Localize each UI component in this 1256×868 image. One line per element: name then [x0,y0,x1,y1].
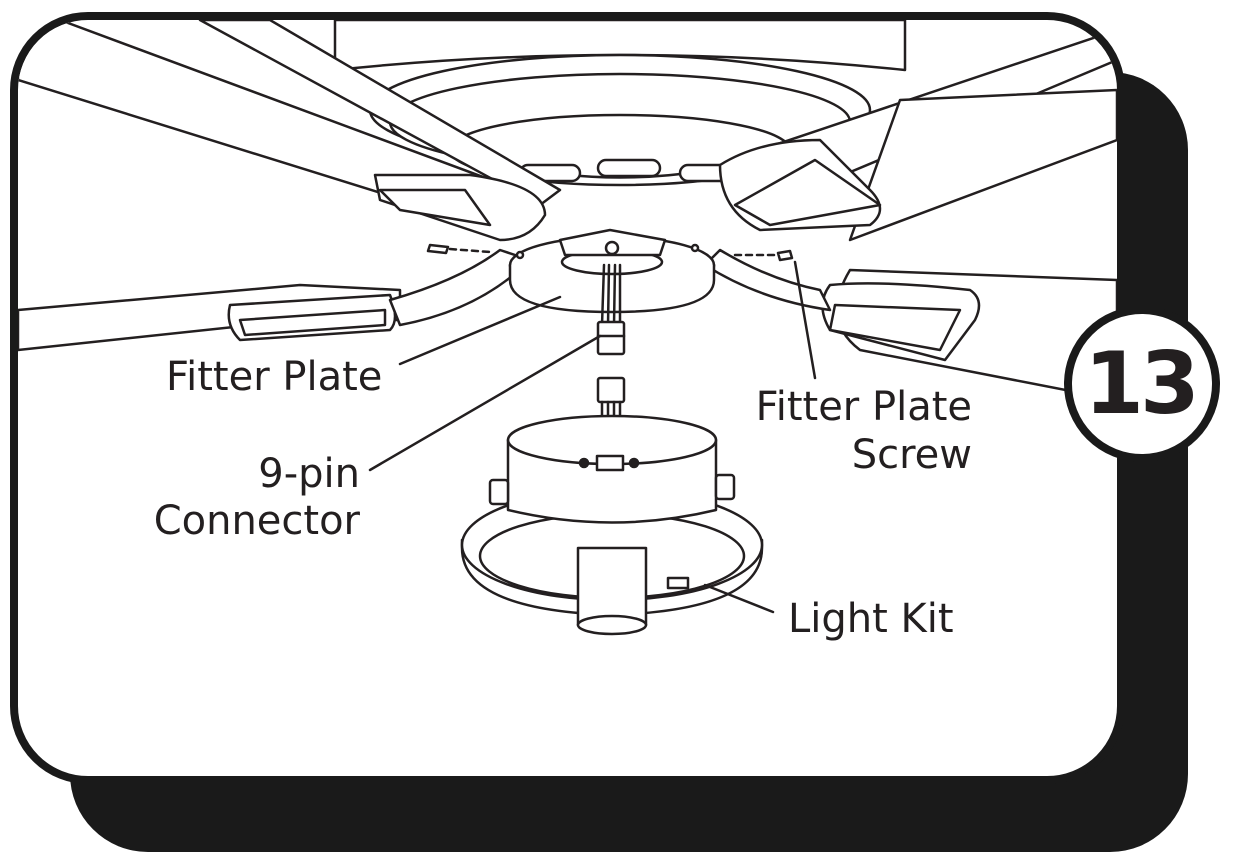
step-number-badge: 13 [1064,306,1220,462]
label-fitter-plate-screw-line1: Fitter Plate [755,384,972,430]
blade-iron-left-upper [373,173,547,242]
fitter-plate-screw-left [426,243,492,255]
step-number: 13 [1084,334,1200,434]
label-light-kit: Light Kit [788,596,954,642]
label-fitter-plate: Fitter Plate [166,354,383,400]
light-kit [460,414,764,636]
leader-lines [368,260,817,614]
blade-iron-right-lower [703,248,981,362]
nine-pin-connector-upper [596,263,626,356]
fitter-plate-screw-right [733,249,794,262]
blade-iron-right-upper [718,138,882,232]
label-nine-pin-connector-line1: 9-pin [258,451,360,497]
label-fitter-plate-screw-line2: Screw [851,432,972,478]
label-nine-pin-connector-line2: Connector [153,498,360,544]
blade-iron-left-lower [227,248,532,342]
fitter-plate [508,228,716,314]
